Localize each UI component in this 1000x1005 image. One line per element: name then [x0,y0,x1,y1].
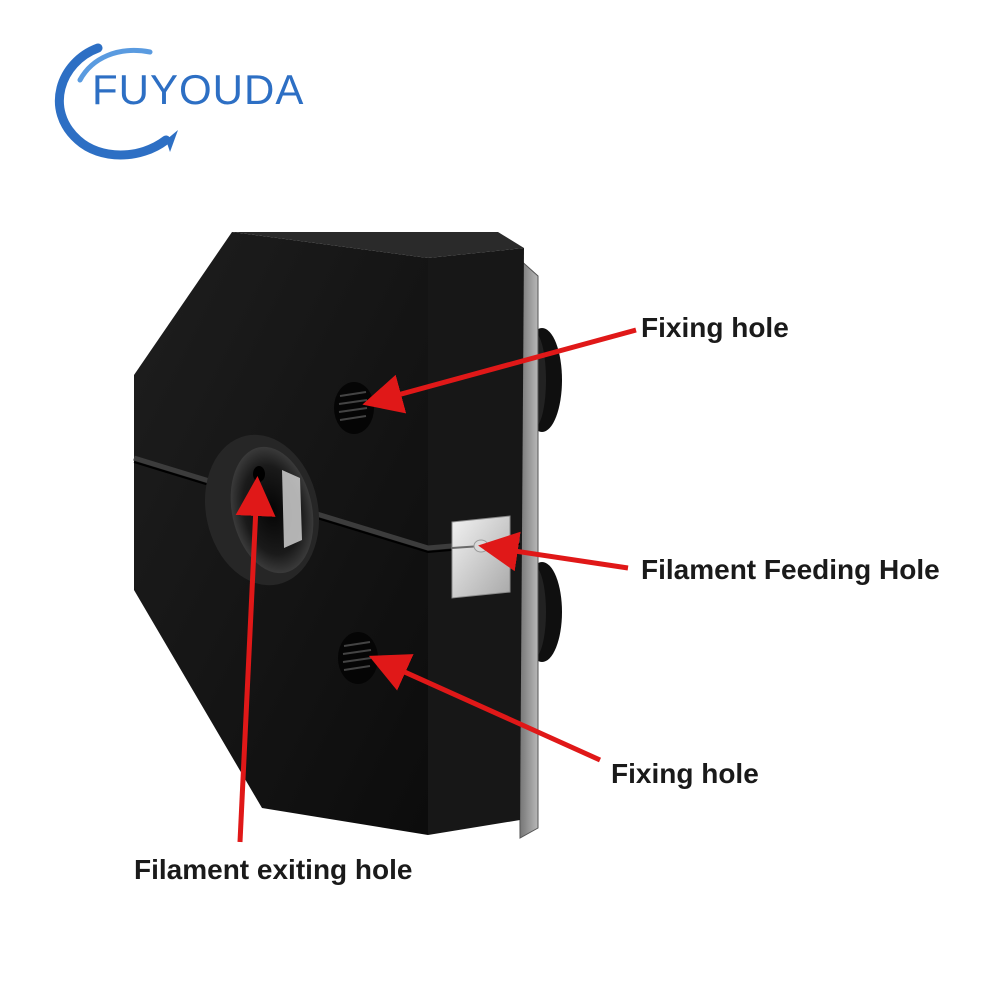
label-fixing-hole-top: Fixing hole [641,312,789,343]
arrow-filament-exiting-hole [235,476,276,843]
label-fixing-hole-bottom: Fixing hole [611,758,759,789]
brand-logo-text: FUYOUDA [92,66,305,113]
callout-arrows [235,327,637,843]
block-top-face [232,232,524,258]
label-filament-exiting-hole: Filament exiting hole [134,854,413,885]
swoosh-arc-icon [55,43,178,160]
filament-feeding-insert [451,515,511,599]
label-filament-feeding-hole: Filament Feeding Hole [641,554,940,585]
arrow-filament-feeding-hole [478,531,629,572]
arrow-fixing-hole-top [362,327,637,414]
arrow-fixing-hole-bottom [368,654,602,763]
fixing-hole-top [334,382,374,434]
fixing-hole-bottom [338,632,378,684]
